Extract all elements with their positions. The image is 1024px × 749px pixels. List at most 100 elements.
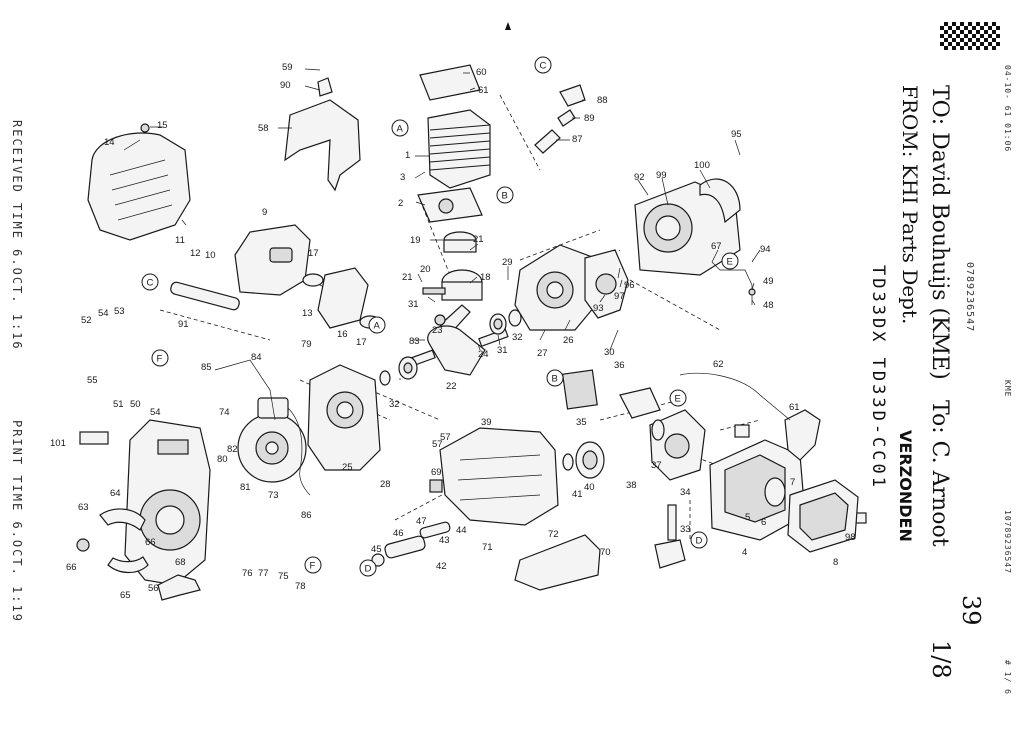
muffler <box>234 224 381 329</box>
part-number-92: 92 <box>634 172 645 183</box>
part-number-20: 20 <box>420 264 431 275</box>
note-fraction: 1/8 <box>927 640 955 679</box>
part-number-67: 67 <box>711 241 722 252</box>
part-number-35: 35 <box>576 417 587 428</box>
sent-stamp: VERZONDEN <box>896 430 915 542</box>
part-number-66: 66 <box>66 562 77 573</box>
part-number-51: 51 <box>113 399 124 410</box>
ref-letter-d: D <box>696 536 703 547</box>
model-line: TD33DX TD33D-CC01 <box>868 265 888 490</box>
part-number-41: 41 <box>572 489 583 500</box>
part-number-40: 40 <box>584 482 595 493</box>
part-number-10: 10 <box>205 250 216 261</box>
part-number-58: 58 <box>258 123 269 134</box>
part-number-72: 72 <box>548 529 559 540</box>
ref-letter-b: B <box>552 374 558 385</box>
part-number-86: 86 <box>301 510 312 521</box>
fax-checker-icon <box>940 22 1000 50</box>
part-number-73: 73 <box>268 490 279 501</box>
ref-letter-a: A <box>374 321 381 332</box>
crankcase <box>514 244 601 331</box>
to-right: To: C. Arnoot <box>927 400 952 547</box>
part-number-85: 85 <box>201 362 212 373</box>
part-number-44: 44 <box>456 525 467 536</box>
part-number-77: 77 <box>258 568 269 579</box>
pipe-93 <box>170 281 240 311</box>
part-number-68: 68 <box>175 557 186 568</box>
part-number-22: 22 <box>446 381 457 392</box>
fax-phone-side: 10789236547 <box>1003 510 1012 574</box>
part-number-7: 7 <box>790 477 795 488</box>
fax-header-left: 04-10- 61 01:06 <box>1003 65 1012 153</box>
clutch-housing <box>634 178 741 276</box>
part-number-88: 88 <box>597 95 608 106</box>
part-number-78: 78 <box>295 581 306 592</box>
part-number-100: 100 <box>694 160 710 171</box>
part-number-30: 30 <box>604 347 615 358</box>
part-number-26: 26 <box>563 335 574 346</box>
part-number-96: 96 <box>624 280 635 291</box>
part-number-55: 55 <box>87 375 98 386</box>
part-number-17: 17 <box>308 248 319 259</box>
part-number-98: 98 <box>845 532 856 543</box>
part-number-57: 57 <box>440 432 451 443</box>
part-number-18: 18 <box>480 272 491 283</box>
part-number-5: 5 <box>745 512 750 523</box>
fan-housing <box>584 249 629 319</box>
part-number-87: 87 <box>572 134 583 145</box>
throttle-lever <box>784 409 821 461</box>
part-number-91: 91 <box>178 319 189 330</box>
part-number-42: 42 <box>436 561 447 572</box>
part-number-24: 24 <box>478 349 489 360</box>
part-number-90: 90 <box>280 80 291 91</box>
stop-wire <box>214 359 276 421</box>
label-plate-104 <box>79 431 109 445</box>
ref-letter-f: F <box>157 354 163 365</box>
tank-guard <box>514 534 601 591</box>
part-number-75: 75 <box>278 571 289 582</box>
part-number-89: 89 <box>584 113 595 124</box>
part-number-13: 13 <box>302 308 313 319</box>
part-number-29: 29 <box>502 257 513 268</box>
fuel-line <box>371 521 451 567</box>
fax-header-right: KME <box>1003 380 1012 398</box>
clutch-shoes <box>76 508 149 574</box>
part-number-23: 23 <box>432 325 443 336</box>
note-number: 39 <box>957 595 985 626</box>
part-number-60: 60 <box>476 67 487 78</box>
part-number-56: 56 <box>148 583 159 594</box>
part-number-37: 37 <box>651 460 662 471</box>
part-number-50: 50 <box>130 399 141 410</box>
cylinder <box>417 64 491 223</box>
part-number-82: 82 <box>227 444 238 455</box>
part-number-15: 15 <box>157 120 168 131</box>
part-number-48: 48 <box>763 300 774 311</box>
flywheel <box>237 397 311 496</box>
spark-plug <box>534 84 586 154</box>
fax-page-marker: # 1/ 6 <box>1003 660 1012 695</box>
carburetor <box>619 387 706 481</box>
bearings <box>379 309 522 386</box>
primer-bulb <box>654 504 686 569</box>
part-number-39: 39 <box>481 417 492 428</box>
ref-letter-c: C <box>147 278 154 289</box>
part-number-31: 31 <box>408 299 419 310</box>
part-number-65: 65 <box>120 590 131 601</box>
label-plate-102 <box>734 424 750 438</box>
part-number-71: 71 <box>482 542 493 553</box>
part-number-52: 52 <box>81 315 92 326</box>
part-number-97: 97 <box>614 291 625 302</box>
part-number-11: 11 <box>175 235 185 246</box>
fuel-tank <box>429 427 559 526</box>
part-number-84: 84 <box>251 352 262 363</box>
part-number-54: 54 <box>150 407 161 418</box>
leader-lines <box>123 68 761 380</box>
part-number-32: 32 <box>512 332 523 343</box>
phone-top: 0789236547 <box>964 262 975 333</box>
part-number-94: 94 <box>760 244 771 255</box>
part-number-53: 53 <box>114 306 125 317</box>
gasket <box>561 369 598 410</box>
part-number-81: 81 <box>240 482 251 493</box>
